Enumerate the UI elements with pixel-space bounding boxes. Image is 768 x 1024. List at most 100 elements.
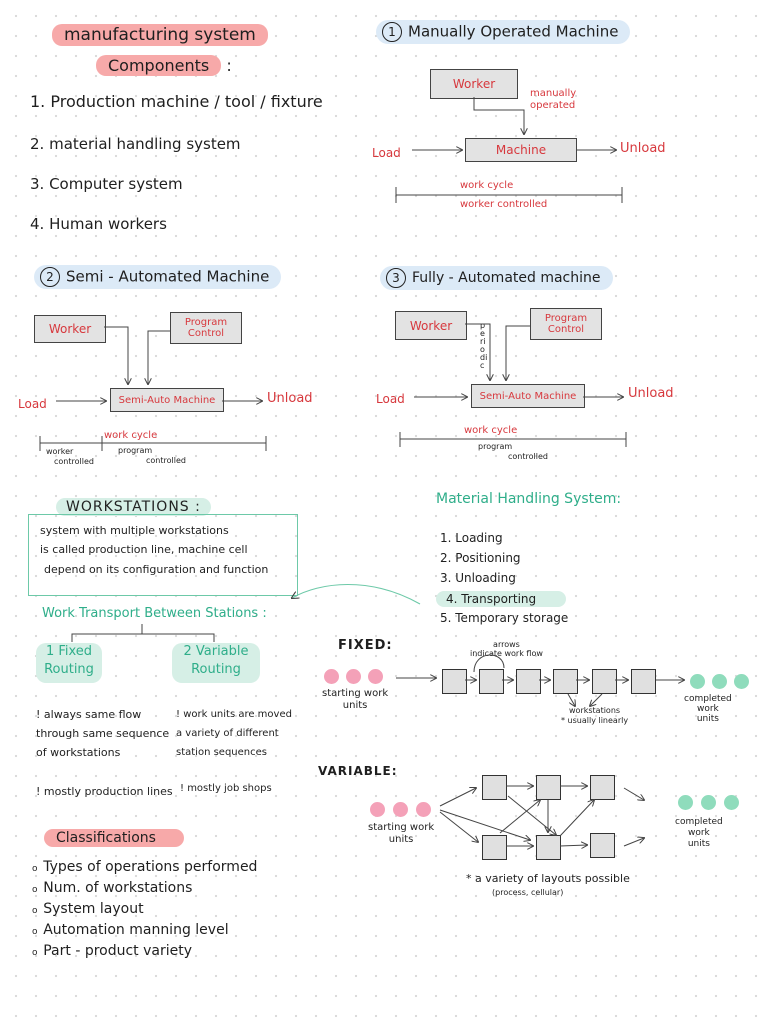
program-line: Control	[547, 324, 585, 335]
classifications-heading: Classifications	[44, 829, 184, 847]
workstation-box	[592, 669, 617, 694]
semi-program-control-box: Program Control	[170, 312, 242, 344]
starting-unit-dot	[368, 669, 383, 684]
fixed-starting-label: starting work units	[322, 688, 388, 712]
classification-text: Types of operations performed	[43, 859, 258, 875]
fixed-routing-description: ! always same flow through same sequence…	[36, 705, 169, 762]
workstation-box	[590, 833, 615, 858]
number-3-icon: 3	[386, 268, 406, 288]
arrow-line	[623, 838, 644, 847]
label-line: controlled	[146, 456, 186, 465]
description-line: through same sequence	[36, 727, 170, 740]
branch-line	[142, 633, 215, 642]
work-transport-heading: Work Transport Between Stations :	[42, 606, 267, 621]
exclamation-icon: !	[180, 783, 188, 794]
manual-worker-box: Worker	[430, 69, 518, 99]
bullet-icon: o	[32, 927, 44, 937]
bullet-icon: o	[32, 906, 44, 916]
description-text: always same flow	[43, 708, 142, 721]
arrow-line	[590, 693, 603, 706]
workstation-box	[536, 835, 561, 860]
fully-program-controlled-label: program controlled	[478, 442, 548, 462]
classification-item: o Part - product variety	[32, 942, 257, 963]
variable-example: ! mostly job shops	[180, 783, 272, 794]
pill-line: 2 Variable	[183, 644, 249, 659]
semi-unload-label: Unload	[267, 391, 313, 406]
label-line: program	[478, 442, 513, 451]
description-line: station sequences	[176, 747, 267, 758]
arrow-line	[559, 800, 594, 837]
pill-line: 1 Fixed	[45, 644, 93, 659]
arrow-line	[506, 325, 530, 380]
fully-load-label: Load	[376, 392, 405, 406]
semi-worker-box: Worker	[34, 315, 106, 343]
arrow-line	[559, 845, 587, 846]
classification-item: o Types of operations performed	[32, 858, 257, 879]
material-handling-item: 1. Loading	[440, 531, 503, 545]
label-line: completed	[684, 694, 732, 704]
classification-item: o System layout	[32, 900, 257, 921]
program-line: Program	[544, 313, 588, 324]
fully-heading-text: Fully - Automated machine	[412, 270, 601, 286]
starting-unit-dot	[324, 669, 339, 684]
manual-note-line: operated	[530, 100, 576, 111]
fully-unload-label: Unload	[628, 386, 674, 401]
label-line: starting work	[322, 688, 389, 699]
label-line: indicate work flow	[470, 649, 543, 658]
arrow-line	[148, 330, 170, 384]
arrow-line	[439, 811, 478, 842]
program-line: Control	[187, 328, 225, 339]
starting-unit-dot	[370, 802, 385, 817]
semi-program-controlled-label: program controlled	[118, 446, 186, 466]
semi-machine-box: Semi-Auto Machine	[110, 388, 224, 412]
exclamation-icon: !	[36, 785, 44, 798]
bullet-icon: o	[32, 885, 44, 895]
fixed-diagram-label: FIXED:	[338, 638, 393, 653]
classification-text: Automation manning level	[43, 922, 229, 938]
arrow-line	[499, 800, 540, 834]
components-colon: :	[226, 56, 232, 75]
description-line: of workstations	[36, 746, 121, 759]
label-line: units	[388, 834, 414, 845]
completed-unit-dot	[678, 795, 693, 810]
workstations-note: workstations * usually linearly	[561, 706, 628, 726]
material-handling-item: 5. Temporary storage	[440, 611, 569, 625]
label-line: workstations	[569, 706, 621, 715]
number-1-icon: 1	[382, 22, 402, 42]
semi-worker-controlled-label: worker controlled	[46, 447, 94, 467]
fixed-example: ! mostly production lines	[36, 785, 173, 798]
arrow-line	[439, 788, 476, 807]
arrow-line	[104, 326, 128, 384]
manual-unload-label: Unload	[620, 141, 666, 156]
classification-text: Part - product variety	[43, 943, 193, 959]
variable-routing-description: ! work units are moved a variety of diff…	[176, 705, 292, 762]
label-line: work	[687, 828, 710, 838]
manual-operated-note: manually operated	[530, 88, 576, 112]
components-heading: Components	[96, 55, 222, 76]
label-line: arrows	[493, 640, 520, 649]
work-transport-heading-part: Between Stations :	[144, 606, 267, 621]
description-line: ! work units are moved	[176, 705, 292, 724]
exclamation-icon: !	[176, 709, 184, 720]
fully-heading: 3 Fully - Automated machine	[380, 266, 613, 290]
completed-unit-dot	[724, 795, 739, 810]
workstation-box	[516, 669, 541, 694]
branch-line	[71, 624, 143, 642]
workstation-box	[442, 669, 467, 694]
label-line: units	[687, 839, 710, 849]
variable-diagram-label: VARIABLE:	[318, 764, 398, 778]
workstation-box	[590, 775, 615, 800]
description-line: ! always same flow	[36, 705, 169, 724]
workstations-line: depend on its configuration and function	[44, 563, 269, 576]
material-handling-item: 3. Unloading	[440, 571, 516, 585]
bullet-icon: o	[32, 948, 44, 958]
label-line: starting work	[368, 822, 435, 833]
label-line: * usually linearly	[561, 716, 629, 725]
label-line: controlled	[54, 457, 94, 466]
variable-routing-pill: 2 Variable Routing	[172, 643, 260, 683]
starting-unit-dot	[346, 669, 361, 684]
manual-heading-text: Manually Operated Machine	[408, 22, 619, 41]
completed-unit-dot	[701, 795, 716, 810]
classification-text: Num. of workstations	[43, 880, 193, 896]
fixed-example-text: mostly production lines	[43, 785, 173, 798]
